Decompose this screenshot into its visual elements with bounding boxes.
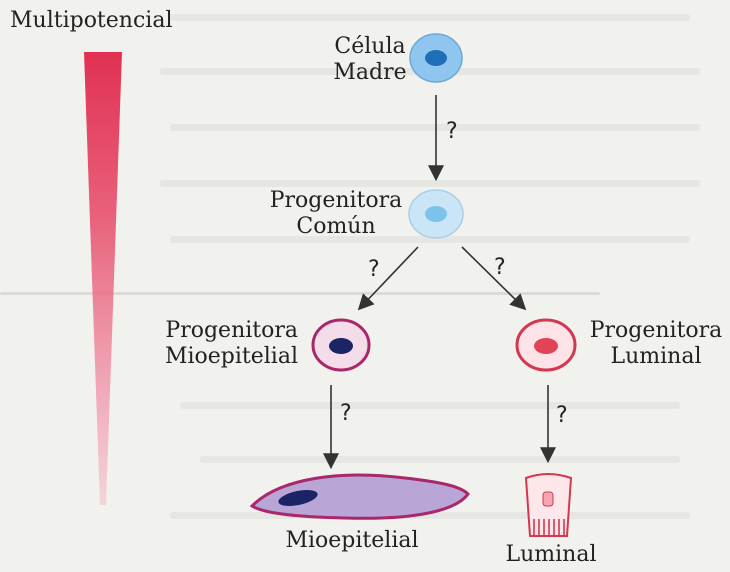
arrow-question-mark: ? <box>446 120 458 144</box>
luminal-cell-label: Luminal <box>496 542 606 568</box>
luminal-progenitor-cell-icon <box>517 320 575 370</box>
arrow-question-mark: ? <box>556 404 568 428</box>
luminal-progenitor-label: Progenitora Luminal <box>586 318 726 370</box>
common-progenitor-label-line1: Progenitora <box>264 188 408 214</box>
stem-cell-label: Célula Madre <box>318 34 422 86</box>
stem-cell-label-line1: Célula <box>318 34 422 60</box>
luminal-progenitor-label-line2: Luminal <box>586 344 726 370</box>
multipotential-label: Multipotencial <box>10 8 172 34</box>
myoepithelial-cell-label: Mioepitelial <box>262 528 442 554</box>
common-progenitor-label: Progenitora Común <box>264 188 408 240</box>
luminal-progenitor-label-line1: Progenitora <box>586 318 726 344</box>
luminal-cell-icon <box>526 474 571 536</box>
arrow-question-mark: ? <box>368 258 380 282</box>
common-progenitor-label-line2: Común <box>264 214 408 240</box>
arrow-common-to-luminal-progenitor <box>462 247 524 308</box>
myoepithelial-progenitor-label-line2: Mioepitelial <box>148 344 298 370</box>
arrow-question-mark: ? <box>494 256 506 280</box>
myoepithelial-progenitor-label-line1: Progenitora <box>148 318 298 344</box>
stem-cell-label-line2: Madre <box>318 60 422 86</box>
myoepithelial-progenitor-cell-icon <box>313 320 369 370</box>
myoepithelial-cell-icon <box>252 475 468 518</box>
common-progenitor-cell-icon <box>409 190 463 238</box>
multipotency-gradient-bar <box>84 52 122 505</box>
myoepithelial-progenitor-label: Progenitora Mioepitelial <box>148 318 298 370</box>
arrow-question-mark: ? <box>340 402 352 426</box>
